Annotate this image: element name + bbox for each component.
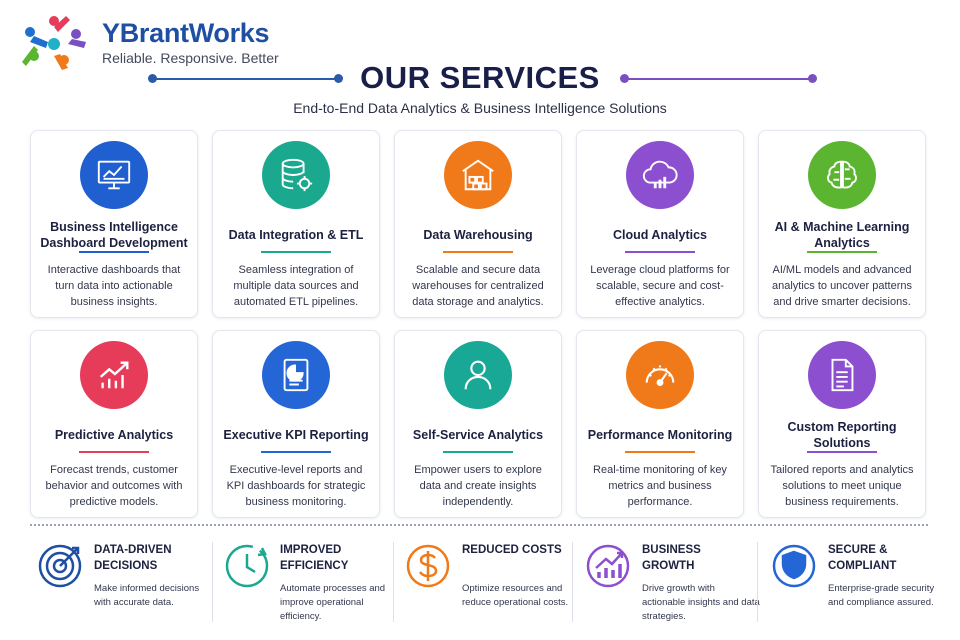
service-card-data-warehousing[interactable]: Data Warehousing Scalable and secure dat…	[394, 130, 562, 318]
trend-up-chart-icon	[80, 341, 148, 409]
document-lines-icon	[808, 341, 876, 409]
service-title: Self-Service Analytics	[412, 428, 544, 442]
service-card-executive-kpi[interactable]: Executive KPI Reporting Executive-level …	[212, 330, 380, 518]
service-divider	[625, 251, 695, 253]
title-rule-end-right	[808, 74, 817, 83]
section-divider	[30, 524, 928, 526]
service-desc: Real-time monitoring of key metrics and …	[593, 464, 727, 508]
service-divider	[625, 451, 695, 453]
benefit-title: BUSINESS GROWTH	[642, 544, 701, 572]
benefit-title: SECURE & COMPLIANT	[828, 544, 897, 572]
brain-circuit-icon	[808, 141, 876, 209]
service-divider	[79, 451, 149, 453]
service-title: Data Warehousing	[423, 228, 533, 242]
service-desc: Executive-level reports and KPI dashboar…	[226, 464, 366, 508]
benefit-desc: Automate processes and improve operation…	[280, 583, 386, 622]
brand-tagline: Reliable. Responsive. Better	[102, 50, 279, 66]
service-desc: Leverage cloud platforms for scalable, s…	[590, 264, 730, 308]
service-divider	[261, 251, 331, 253]
benefit-desc: Make informed decisions with accurate da…	[94, 583, 200, 608]
service-divider	[79, 251, 149, 253]
page-subtitle: End-to-End Data Analytics & Business Int…	[293, 100, 667, 116]
title-row: OUR SERVICES	[0, 58, 960, 98]
service-card-custom-reporting[interactable]: Custom Reporting Solutions Tailored repo…	[758, 330, 926, 518]
benefit-separator	[757, 542, 758, 622]
title-rule-left	[150, 78, 338, 80]
benefit-desc: Enterprise-grade security and compliance…	[828, 583, 935, 608]
service-divider	[807, 251, 877, 253]
service-title: Performance Monitoring	[587, 428, 733, 442]
service-card-ai-ml[interactable]: AI & Machine Learning Analytics AI/ML mo…	[758, 130, 926, 318]
report-document-icon	[262, 341, 330, 409]
title-rule-dot-right	[620, 74, 629, 83]
service-card-self-service[interactable]: Self-Service Analytics Empower users to …	[394, 330, 562, 518]
dashboard-monitor-icon	[80, 141, 148, 209]
service-desc: Tailored reports and analytics solutions…	[770, 464, 914, 508]
benefit-desc: Drive growth with actionable insights an…	[642, 583, 760, 622]
logo-people-icon	[22, 16, 86, 70]
service-divider	[261, 451, 331, 453]
service-desc: Forecast trends, customer behavior and o…	[45, 464, 183, 508]
benefit-title: IMPROVED EFFICIENCY	[280, 544, 349, 572]
service-card-bi-dashboard[interactable]: Business Intelligence Dashboard Developm…	[30, 130, 198, 318]
service-card-data-integration[interactable]: Data Integration & ETL Seamless integrat…	[212, 130, 380, 318]
growth-chart-icon	[586, 544, 630, 588]
benefit-desc: Optimize resources and reduce operationa…	[462, 583, 569, 608]
brand-logo: YBrantWorks Reliable. Responsive. Better	[20, 12, 279, 72]
service-desc: Scalable and secure data warehouses for …	[412, 264, 544, 308]
service-title: Executive KPI Reporting	[223, 428, 369, 442]
shield-icon	[772, 544, 816, 588]
service-divider	[443, 451, 513, 453]
benefit-separator	[212, 542, 213, 622]
service-title: AI & Machine Learning Analytics	[774, 220, 910, 250]
user-icon	[444, 341, 512, 409]
speedometer-icon	[626, 341, 694, 409]
brand-name: YBrantWorks	[102, 18, 270, 48]
dollar-icon	[406, 544, 450, 588]
title-rule-right	[622, 78, 812, 80]
service-title: Predictive Analytics	[54, 428, 174, 442]
database-gear-icon	[262, 141, 330, 209]
warehouse-icon	[444, 141, 512, 209]
clock-icon	[225, 544, 269, 588]
title-rule-end-left	[334, 74, 343, 83]
service-desc: Empower users to explore data and create…	[414, 464, 542, 508]
service-title: Business Intelligence Dashboard Developm…	[40, 220, 188, 250]
target-icon	[38, 544, 82, 588]
service-title: Cloud Analytics	[613, 228, 707, 242]
service-desc: AI/ML models and advanced analytics to u…	[771, 264, 913, 308]
service-card-predictive-analytics[interactable]: Predictive Analytics Forecast trends, cu…	[30, 330, 198, 518]
service-title: Custom Reporting Solutions	[787, 420, 897, 450]
title-rule-dot-left	[148, 74, 157, 83]
benefit-title: REDUCED COSTS	[462, 544, 562, 556]
service-title: Data Integration & ETL	[228, 228, 364, 242]
service-desc: Seamless integration of multiple data so…	[233, 264, 359, 308]
benefit-separator	[393, 542, 394, 622]
benefit-title: DATA-DRIVEN DECISIONS	[94, 544, 172, 572]
benefit-separator	[572, 542, 573, 622]
service-card-cloud-analytics[interactable]: Cloud Analytics Leverage cloud platforms…	[576, 130, 744, 318]
service-divider	[443, 251, 513, 253]
cloud-chart-icon	[626, 141, 694, 209]
service-desc: Interactive dashboards that turn data in…	[47, 264, 181, 308]
service-card-performance-monitoring[interactable]: Performance Monitoring Real-time monitor…	[576, 330, 744, 518]
page-title: OUR SERVICES	[360, 60, 600, 95]
service-divider	[807, 451, 877, 453]
